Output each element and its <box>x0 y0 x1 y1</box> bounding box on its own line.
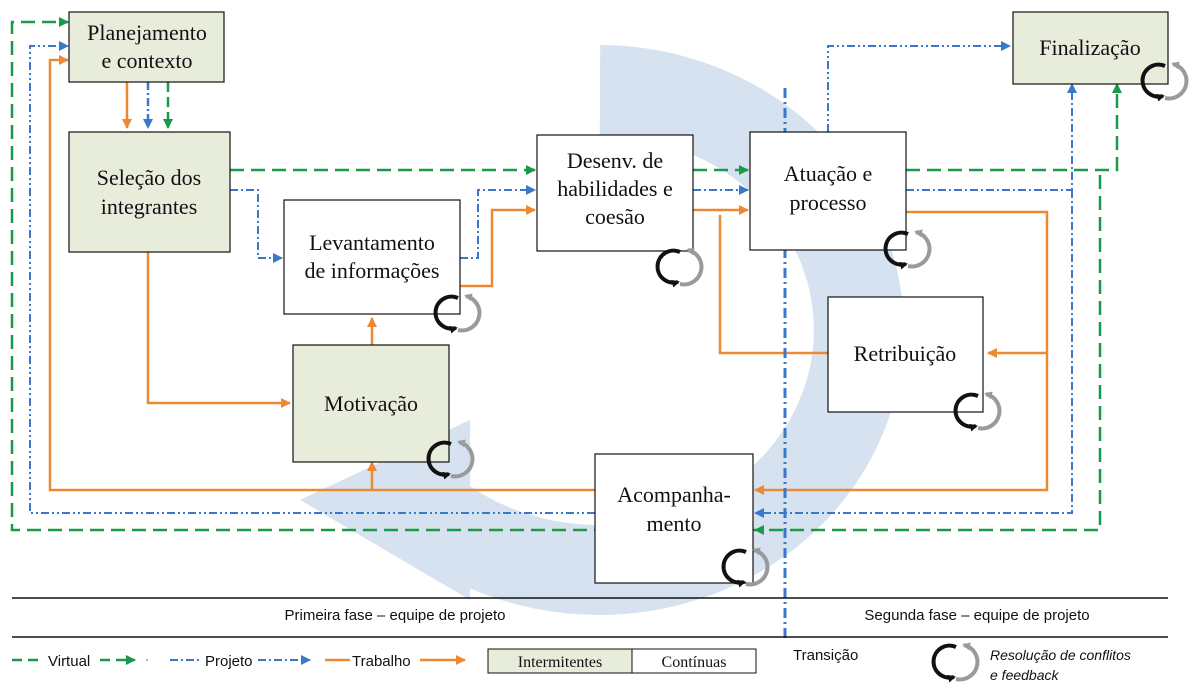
node-finalizacao: Finalização <box>1012 11 1169 85</box>
projeto-arrow <box>906 83 1077 191</box>
legend: Virtual Projeto Trabalho Intermitentes C… <box>12 645 1131 683</box>
svg-text:Virtual: Virtual <box>48 653 90 670</box>
svg-text:Planejamento: Planejamento <box>87 20 207 45</box>
legend-intermittent-box <box>487 648 633 674</box>
svg-text:Intermitentes: Intermitentes <box>518 654 602 671</box>
transition-label: Transição <box>793 647 858 664</box>
svg-text:mento: mento <box>647 511 702 536</box>
connectors <box>10 17 1122 535</box>
trabalho-arrow <box>146 252 291 408</box>
projeto-arrow <box>754 190 1073 518</box>
trabalho-return-loop <box>48 55 595 492</box>
node-motivacao: Motivação <box>292 344 450 463</box>
svg-text:Projeto: Projeto <box>205 653 253 670</box>
svg-text:Retribuição: Retribuição <box>854 341 957 366</box>
projeto-arrow <box>827 41 1011 132</box>
node-desenv: Desenv. de habilidades e coesão <box>536 134 694 252</box>
svg-text:integrantes: integrantes <box>101 194 198 219</box>
node-retribuicao: Retribuição <box>827 296 984 413</box>
svg-text:Finalização: Finalização <box>1039 35 1140 60</box>
projeto-arrow <box>460 185 536 259</box>
virtual-arrow <box>754 175 1102 535</box>
svg-text:Levantamento: Levantamento <box>309 230 435 255</box>
virtual-return-loop <box>10 17 755 532</box>
svg-text:e feedback: e feedback <box>990 667 1059 683</box>
svg-text:habilidades e: habilidades e <box>557 176 672 201</box>
svg-text:de informações: de informações <box>305 258 440 283</box>
trabalho-arrow <box>460 205 536 288</box>
projeto-return-loop <box>29 41 595 514</box>
svg-text:processo: processo <box>790 190 867 215</box>
svg-text:Atuação e: Atuação e <box>784 161 873 186</box>
svg-text:Contínuas: Contínuas <box>662 654 727 671</box>
node-acompanhamento: Acompanha- mento <box>594 453 754 584</box>
svg-text:Desenv. de: Desenv. de <box>567 148 663 173</box>
projeto-arrow <box>230 189 283 263</box>
conflict-feedback-cycle-icon <box>658 250 702 284</box>
svg-text:Trabalho: Trabalho <box>352 653 411 670</box>
trabalho-link <box>718 215 828 355</box>
node-levantamento: Levantamento de informações <box>283 199 461 315</box>
trabalho-arrow <box>906 210 1049 358</box>
svg-text:Acompanha-: Acompanha- <box>617 482 731 507</box>
svg-text:coesão: coesão <box>585 204 645 229</box>
svg-text:Motivação: Motivação <box>324 391 418 416</box>
svg-text:Seleção dos: Seleção dos <box>97 165 201 190</box>
legend-continuous-box <box>631 648 757 674</box>
node-atuacao: Atuação e processo <box>749 131 907 251</box>
svg-text:Resolução de conflitos: Resolução de conflitos <box>990 647 1131 663</box>
node-planejamento: Planejamento e contexto <box>68 11 225 83</box>
virtual-arrow <box>906 83 1122 172</box>
trabalho-arrow <box>754 353 1049 495</box>
node-selecao: Seleção dos integrantes <box>68 131 231 253</box>
conflict-feedback-cycle-icon <box>934 645 978 679</box>
svg-text:e contexto: e contexto <box>101 48 192 73</box>
first-phase-label: Primeira fase – equipe de projeto <box>285 607 506 624</box>
second-phase-label: Segunda fase – equipe de projeto <box>864 607 1089 624</box>
